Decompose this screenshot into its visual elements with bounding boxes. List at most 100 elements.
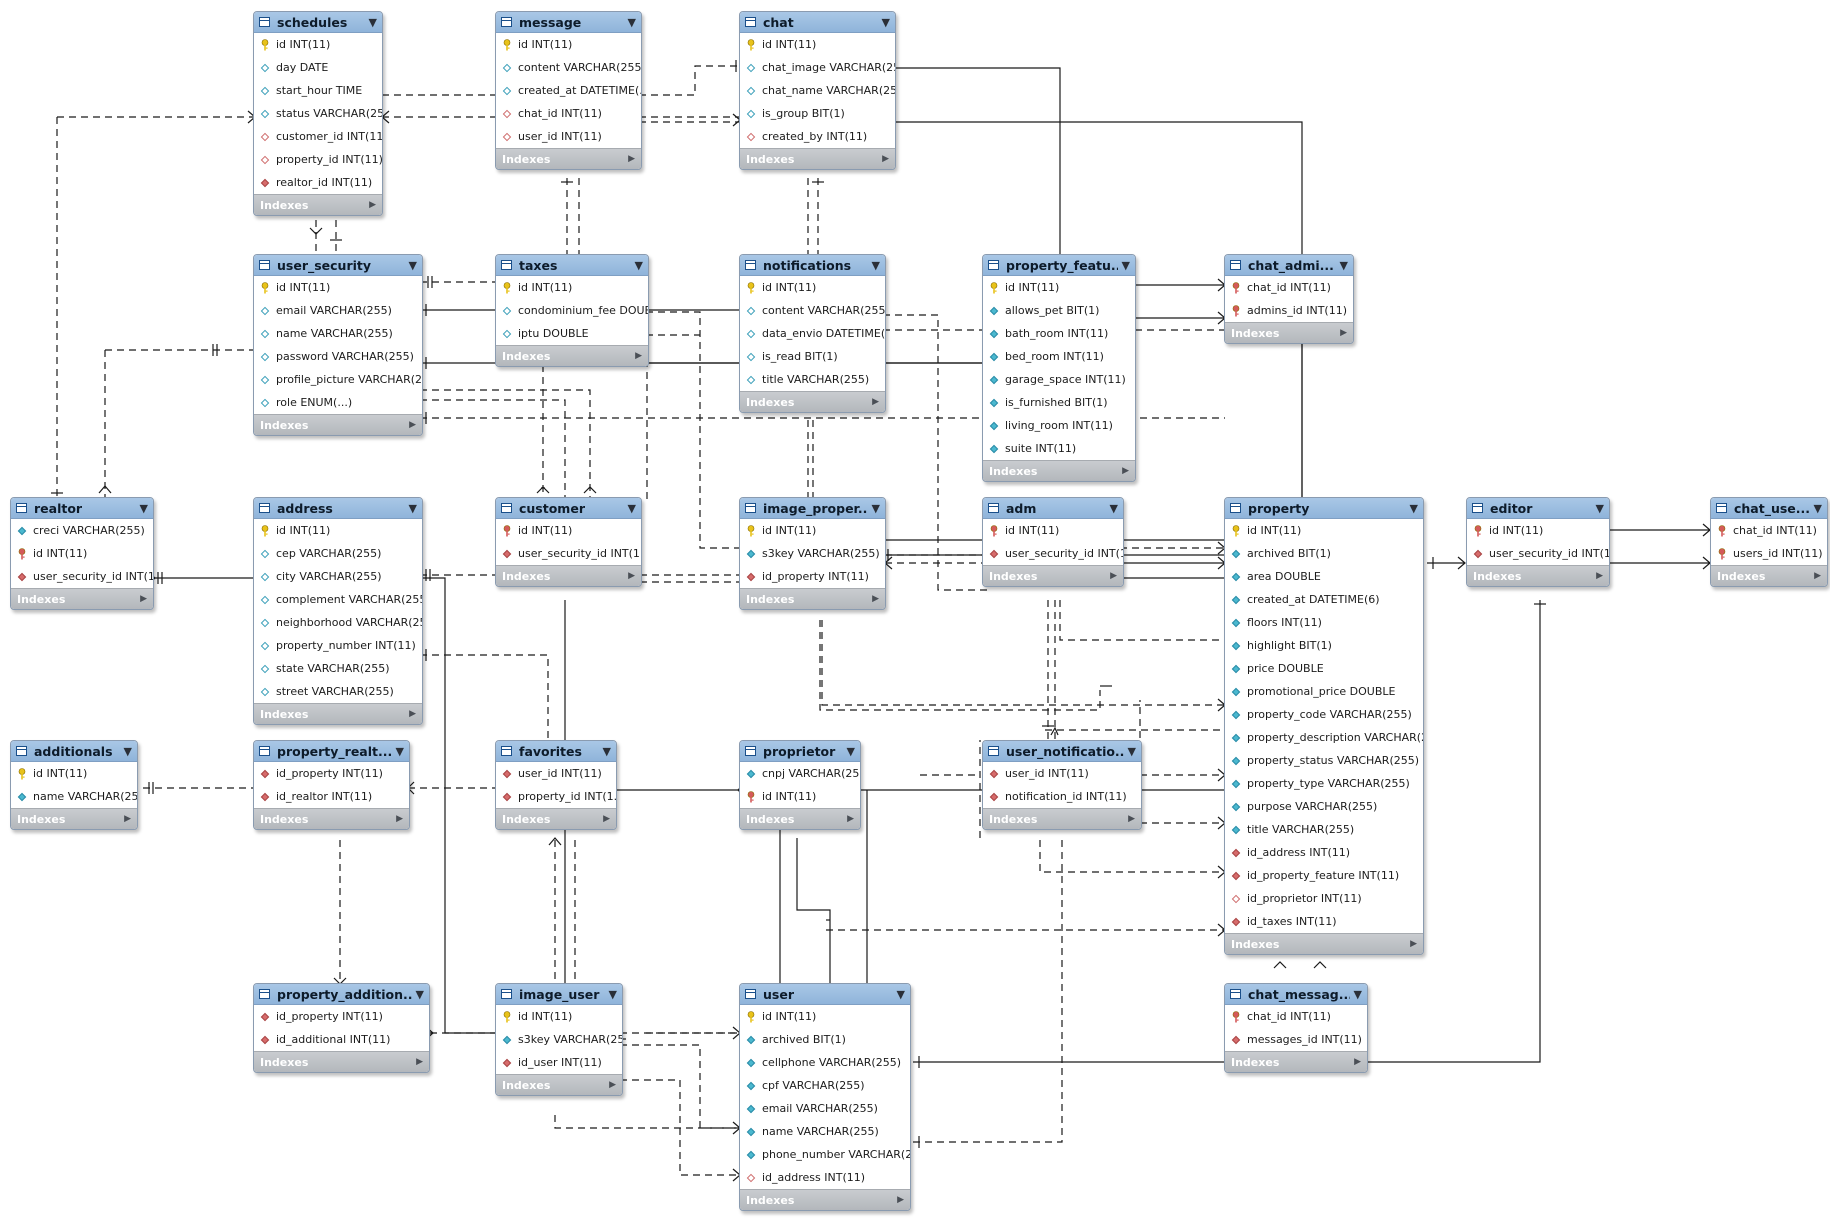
- column-row[interactable]: chat_id INT(11): [1225, 1005, 1367, 1028]
- expand-arrow-icon[interactable]: ▶: [1110, 571, 1117, 581]
- indexes-section[interactable]: Indexes▶: [983, 460, 1135, 481]
- column-row[interactable]: cpf VARCHAR(255): [740, 1074, 910, 1097]
- column-row[interactable]: bed_room INT(11): [983, 345, 1135, 368]
- table-header[interactable]: favorites▼: [496, 741, 616, 762]
- column-row[interactable]: promotional_price DOUBLE: [1225, 680, 1423, 703]
- expand-arrow-icon[interactable]: ▶: [1340, 328, 1347, 338]
- table-chat-messages[interactable]: chat_messag...▼chat_id INT(11)messages_i…: [1224, 983, 1368, 1073]
- column-row[interactable]: id_property_feature INT(11): [1225, 864, 1423, 887]
- column-row[interactable]: neighborhood VARCHAR(255): [254, 611, 422, 634]
- column-row[interactable]: archived BIT(1): [1225, 542, 1423, 565]
- table-proprietor[interactable]: proprietor▼cnpj VARCHAR(25...id INT(11)I…: [739, 740, 861, 830]
- dropdown-triangle-icon[interactable]: ▼: [139, 501, 148, 515]
- column-row[interactable]: id_address INT(11): [740, 1166, 910, 1189]
- table-header[interactable]: user_notificatio...▼: [983, 741, 1141, 762]
- indexes-section[interactable]: Indexes▶: [740, 1189, 910, 1210]
- column-row[interactable]: id INT(11): [496, 1005, 622, 1028]
- dropdown-triangle-icon[interactable]: ▼: [881, 15, 890, 29]
- indexes-section[interactable]: Indexes▶: [740, 588, 885, 609]
- column-row[interactable]: property_description VARCHAR(255): [1225, 726, 1423, 749]
- column-row[interactable]: is_read BIT(1): [740, 345, 885, 368]
- column-row[interactable]: chat_id INT(11): [496, 102, 641, 125]
- expand-arrow-icon[interactable]: ▶: [124, 814, 131, 824]
- column-row[interactable]: id INT(11): [740, 1005, 910, 1028]
- column-row[interactable]: bath_room INT(11): [983, 322, 1135, 345]
- dropdown-triangle-icon[interactable]: ▼: [896, 987, 905, 1001]
- table-property[interactable]: property▼id INT(11)archived BIT(1)area D…: [1224, 497, 1424, 955]
- column-row[interactable]: notification_id INT(11): [983, 785, 1141, 808]
- indexes-section[interactable]: Indexes▶: [11, 588, 153, 609]
- table-user-notifications[interactable]: user_notificatio...▼user_id INT(11)notif…: [982, 740, 1142, 830]
- column-row[interactable]: id INT(11): [254, 519, 422, 542]
- dropdown-triangle-icon[interactable]: ▼: [415, 987, 424, 1001]
- table-notifications[interactable]: notifications▼id INT(11)content VARCHAR(…: [739, 254, 886, 413]
- column-row[interactable]: id_additional INT(11): [254, 1028, 429, 1051]
- column-row[interactable]: user_security_id INT(1...: [1467, 542, 1609, 565]
- indexes-section[interactable]: Indexes▶: [496, 565, 641, 586]
- table-message[interactable]: message▼id INT(11)content VARCHAR(255)cr…: [495, 11, 642, 170]
- column-row[interactable]: chat_image VARCHAR(25...: [740, 56, 895, 79]
- column-row[interactable]: s3key VARCHAR(255): [740, 542, 885, 565]
- column-row[interactable]: id INT(11): [740, 276, 885, 299]
- expand-arrow-icon[interactable]: ▶: [409, 420, 416, 430]
- table-header[interactable]: taxes▼: [496, 255, 648, 276]
- indexes-section[interactable]: Indexes▶: [254, 1051, 429, 1072]
- dropdown-triangle-icon[interactable]: ▼: [602, 744, 611, 758]
- column-row[interactable]: users_id INT(11): [1711, 542, 1827, 565]
- column-row[interactable]: id_realtor INT(11): [254, 785, 409, 808]
- column-row[interactable]: chat_id INT(11): [1711, 519, 1827, 542]
- indexes-section[interactable]: Indexes▶: [254, 414, 422, 435]
- column-row[interactable]: purpose VARCHAR(255): [1225, 795, 1423, 818]
- table-address[interactable]: address▼id INT(11)cep VARCHAR(255)city V…: [253, 497, 423, 725]
- indexes-section[interactable]: Indexes▶: [1467, 565, 1609, 586]
- table-user-security[interactable]: user_security▼id INT(11)email VARCHAR(25…: [253, 254, 423, 436]
- column-row[interactable]: condominium_fee DOUB...: [496, 299, 648, 322]
- table-chat-admins[interactable]: chat_admi...▼chat_id INT(11)admins_id IN…: [1224, 254, 1354, 344]
- column-row[interactable]: customer_id INT(11): [254, 125, 382, 148]
- dropdown-triangle-icon[interactable]: ▼: [1409, 501, 1418, 515]
- column-row[interactable]: price DOUBLE: [1225, 657, 1423, 680]
- column-row[interactable]: email VARCHAR(255): [740, 1097, 910, 1120]
- column-row[interactable]: id_proprietor INT(11): [1225, 887, 1423, 910]
- column-row[interactable]: living_room INT(11): [983, 414, 1135, 437]
- column-row[interactable]: id INT(11): [1225, 519, 1423, 542]
- column-row[interactable]: created_at DATETIME(6): [1225, 588, 1423, 611]
- column-row[interactable]: id INT(11): [254, 276, 422, 299]
- column-row[interactable]: property_id INT(1...: [496, 785, 616, 808]
- indexes-section[interactable]: Indexes▶: [496, 148, 641, 169]
- table-header[interactable]: property_featu...▼: [983, 255, 1135, 276]
- expand-arrow-icon[interactable]: ▶: [140, 594, 147, 604]
- indexes-section[interactable]: Indexes▶: [1711, 565, 1827, 586]
- table-chat-users[interactable]: chat_use...▼chat_id INT(11)users_id INT(…: [1710, 497, 1828, 587]
- expand-arrow-icon[interactable]: ▶: [609, 1080, 616, 1090]
- expand-arrow-icon[interactable]: ▶: [1814, 571, 1821, 581]
- dropdown-triangle-icon[interactable]: ▼: [1595, 501, 1604, 515]
- column-row[interactable]: admins_id INT(11): [1225, 299, 1353, 322]
- column-row[interactable]: role ENUM(...): [254, 391, 422, 414]
- dropdown-triangle-icon[interactable]: ▼: [1127, 744, 1136, 758]
- dropdown-triangle-icon[interactable]: ▼: [608, 987, 617, 1001]
- table-property-additionals[interactable]: property_addition...▼id_property INT(11)…: [253, 983, 430, 1073]
- table-header[interactable]: chat▼: [740, 12, 895, 33]
- column-row[interactable]: name VARCHAR(255): [254, 322, 422, 345]
- column-row[interactable]: s3key VARCHAR(25...: [496, 1028, 622, 1051]
- table-adm[interactable]: adm▼id INT(11)user_security_id INT(1...I…: [982, 497, 1124, 587]
- column-row[interactable]: id_property INT(11): [254, 1005, 429, 1028]
- column-row[interactable]: profile_picture VARCHAR(25...: [254, 368, 422, 391]
- expand-arrow-icon[interactable]: ▶: [882, 154, 889, 164]
- column-row[interactable]: user_security_id INT(1...: [496, 542, 641, 565]
- dropdown-triangle-icon[interactable]: ▼: [395, 744, 404, 758]
- column-row[interactable]: archived BIT(1): [740, 1028, 910, 1051]
- expand-arrow-icon[interactable]: ▶: [1596, 571, 1603, 581]
- dropdown-triangle-icon[interactable]: ▼: [627, 15, 636, 29]
- expand-arrow-icon[interactable]: ▶: [628, 571, 635, 581]
- column-row[interactable]: start_hour TIME: [254, 79, 382, 102]
- column-row[interactable]: id INT(11): [11, 542, 153, 565]
- column-row[interactable]: content VARCHAR(255): [496, 56, 641, 79]
- expand-arrow-icon[interactable]: ▶: [872, 594, 879, 604]
- table-realtor[interactable]: realtor▼creci VARCHAR(255)id INT(11)user…: [10, 497, 154, 610]
- column-row[interactable]: user_security_id INT(1...: [983, 542, 1123, 565]
- dropdown-triangle-icon[interactable]: ▼: [368, 15, 377, 29]
- column-row[interactable]: cnpj VARCHAR(25...: [740, 762, 860, 785]
